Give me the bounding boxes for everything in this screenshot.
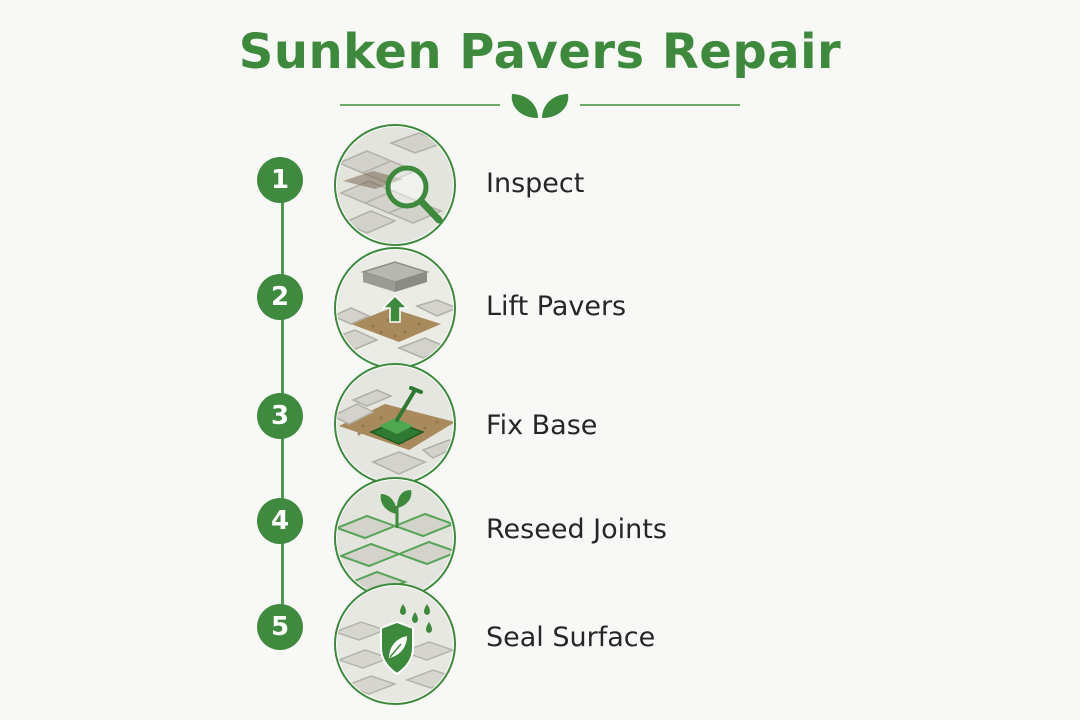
water-drop-icon bbox=[400, 604, 432, 633]
step-4-number: 4 bbox=[257, 498, 303, 544]
step-4-illustration bbox=[334, 477, 456, 599]
step-2-illustration bbox=[334, 247, 456, 369]
step-3-illustration bbox=[334, 363, 456, 485]
step-5-number: 5 bbox=[257, 604, 303, 650]
shield-leaf-icon bbox=[380, 620, 414, 676]
up-arrow-icon bbox=[381, 294, 409, 323]
step-3-label: Fix Base bbox=[486, 410, 598, 441]
step-3-number: 3 bbox=[257, 393, 303, 439]
magnifier-icon bbox=[385, 165, 443, 224]
step-1-illustration bbox=[334, 124, 456, 246]
title-divider bbox=[340, 94, 740, 118]
step-2-label: Lift Pavers bbox=[486, 291, 627, 322]
step-2-number: 2 bbox=[257, 274, 303, 320]
leaf-icon bbox=[511, 94, 569, 118]
step-1-number: 1 bbox=[257, 157, 303, 203]
sprout-icon bbox=[380, 490, 412, 528]
step-5-illustration bbox=[334, 583, 456, 705]
plate-compactor-icon bbox=[369, 386, 425, 445]
paver-block-icon bbox=[360, 261, 430, 292]
step-5-label: Seal Surface bbox=[486, 622, 656, 653]
step-4-label: Reseed Joints bbox=[486, 514, 667, 545]
page-title: Sunken Pavers Repair bbox=[238, 24, 842, 80]
step-1-label: Inspect bbox=[486, 168, 585, 199]
